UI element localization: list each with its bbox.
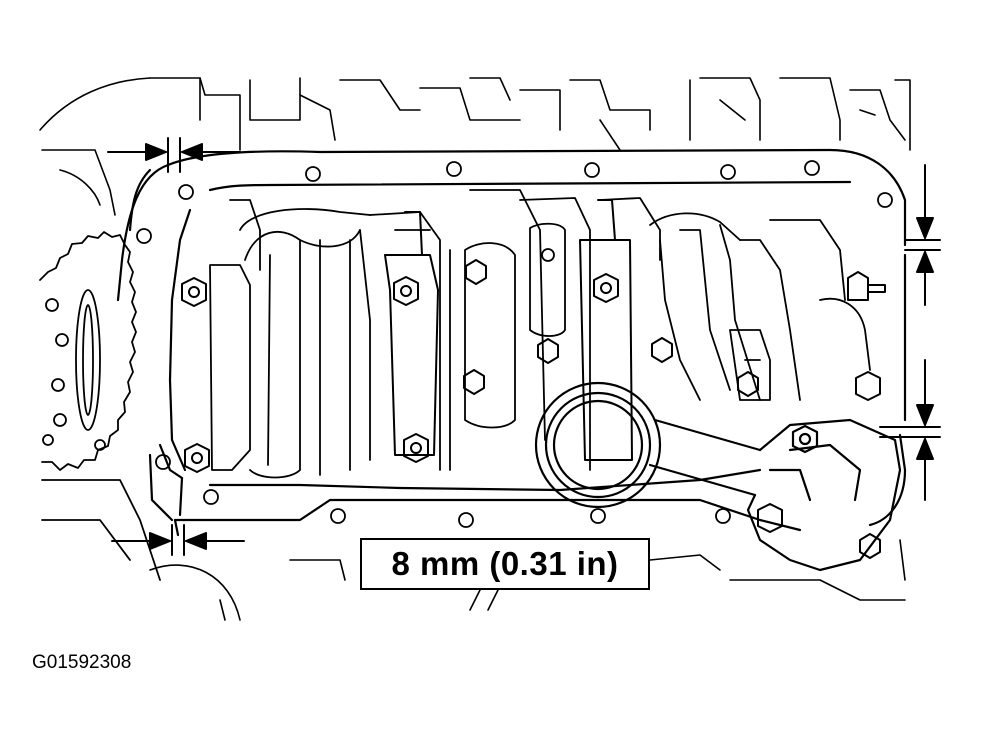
stud (847, 271, 886, 301)
crankshaft (209, 189, 871, 479)
oil-pickup (534, 381, 902, 572)
bolt (465, 259, 487, 285)
bolt (593, 273, 619, 303)
flange-bolt-holes (136, 160, 893, 528)
bolt (403, 433, 429, 463)
bolt (181, 277, 207, 307)
lower-background (149, 539, 906, 621)
clearance-callout-text: 8 mm (0.31 in) (391, 545, 619, 582)
dimension-arrows-right-upper (904, 164, 941, 306)
camshaft-gear (39, 231, 161, 581)
bolt (651, 337, 673, 363)
dimension-arrows-bottom-left (111, 524, 245, 556)
bolt (537, 338, 559, 364)
dimension-arrows-right-lower (879, 359, 941, 501)
bolt (184, 443, 210, 473)
figure-code: G01592308 (32, 652, 132, 673)
oil-pan-flange (116, 148, 907, 537)
bolt (393, 276, 419, 306)
bolt (463, 369, 485, 395)
clearance-callout: 8 mm (0.31 in) (360, 538, 650, 590)
dimension-arrows-top-left (107, 137, 241, 173)
cap-bolts (181, 259, 886, 559)
connecting-rods (384, 199, 633, 461)
bolt (737, 371, 759, 397)
engine-block-background (39, 77, 911, 216)
bolt (859, 533, 881, 559)
bolt (855, 371, 881, 401)
bolt (757, 503, 783, 533)
